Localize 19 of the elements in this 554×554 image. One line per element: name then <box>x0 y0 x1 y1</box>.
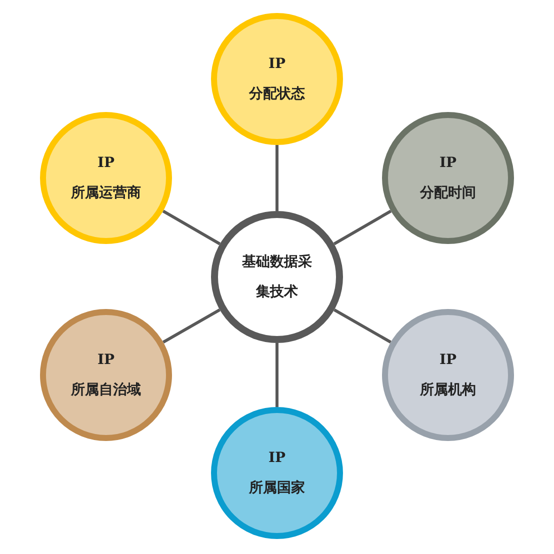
node-label: 分配时间 <box>420 184 476 203</box>
node-label: IP <box>268 449 286 468</box>
node-label: 分配状态 <box>249 85 305 104</box>
node-label: IP <box>97 351 115 370</box>
connector-line <box>334 308 392 344</box>
node-label: 所属机构 <box>420 381 476 400</box>
node-label: 基础数据采集技术 <box>241 253 313 302</box>
connector-line <box>333 210 392 246</box>
node-label: IP <box>439 154 457 173</box>
node-label: IP <box>439 351 457 370</box>
connector-line <box>162 308 220 344</box>
node-label: IP <box>268 55 286 74</box>
node-label: 所属自治域 <box>71 381 141 400</box>
node-label: 所属国家 <box>249 478 305 498</box>
connector-line <box>162 210 221 246</box>
connector-line <box>276 343 278 407</box>
node-label: IP <box>97 154 115 173</box>
node-label: 所属运营商 <box>71 184 141 203</box>
connector-line <box>276 145 278 211</box>
